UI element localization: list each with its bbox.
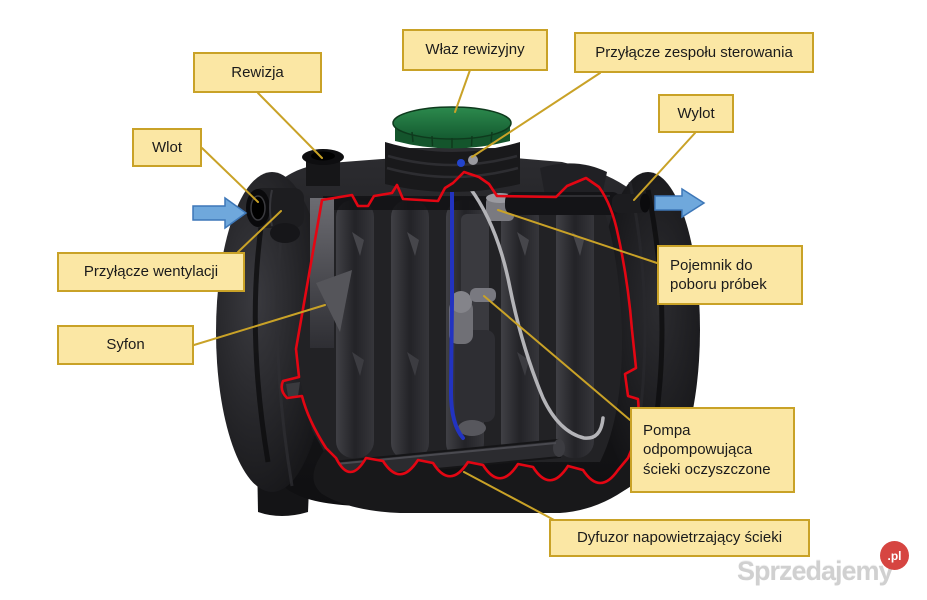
leader-dyfuzor [463, 471, 557, 522]
label-wlaz-rewizyjny: Właz rewizyjny [402, 29, 548, 71]
flow-out-arrow-icon [654, 187, 706, 219]
leader-pojemnik [497, 209, 658, 264]
leader-wlot [201, 147, 259, 203]
label-dyfuzor: Dyfuzor napowietrzający ścieki [549, 519, 810, 557]
siphon-plate [316, 270, 352, 332]
label-pojemnik-do-poboru-probek: Pojemnik do poboru próbek [657, 245, 803, 305]
flow-in-arrow-icon [192, 196, 248, 230]
discharge-hose [468, 186, 605, 440]
label-przylacze-zespolu-sterowania: Przyłącze zespołu sterowania [574, 32, 814, 73]
leader-wylot [633, 132, 696, 201]
pump-assembly [449, 214, 496, 436]
leader-pompa [483, 295, 631, 421]
label-wlot: Wlot [132, 128, 202, 167]
label-przylacze-wentylacji: Przyłącze wentylacji [57, 252, 245, 292]
label-wylot: Wylot [658, 94, 734, 133]
watermark-pl-badge: .pl [880, 541, 909, 570]
label-pompa-odpompowujaca: Pompa odpompowująca ścieki oczyszczone [630, 407, 795, 493]
revision-port [302, 149, 344, 186]
access-lid [385, 106, 520, 192]
leader-lines [193, 69, 696, 522]
lid-top [392, 106, 512, 140]
wall-lug [286, 382, 300, 396]
leader-wentylacja [237, 210, 282, 253]
control-connection-dot [457, 159, 465, 167]
leader-rewizja [257, 92, 323, 159]
vent-elbow [270, 223, 300, 243]
bottom-wall [313, 448, 640, 513]
control-connector [468, 155, 478, 165]
leader-sterowanie [471, 72, 601, 158]
tank-interior [286, 184, 640, 513]
pump-cable [448, 184, 465, 440]
label-rewizja: Rewizja [193, 52, 322, 93]
cutaway-outline [280, 170, 640, 485]
leader-wlaz [454, 69, 471, 113]
inlet-pipe [246, 188, 304, 243]
siphon-pipe [310, 198, 334, 348]
watermark-brand: Sprzedajemy [737, 556, 894, 586]
label-syfon: Syfon [57, 325, 194, 365]
leader-syfon [193, 304, 326, 346]
outlet-pipe [505, 163, 650, 215]
